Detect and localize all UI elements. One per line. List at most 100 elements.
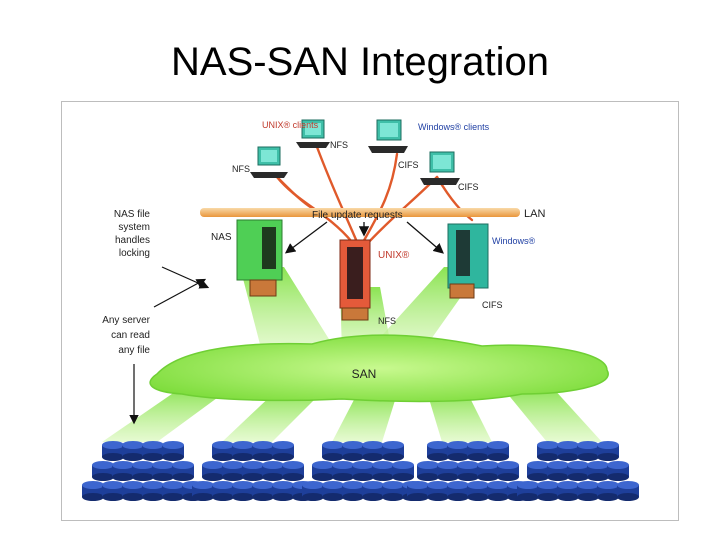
san-cloud: SAN (149, 334, 609, 403)
disk-drive-icon (557, 481, 579, 501)
cifs-server-label: CIFS (482, 300, 503, 310)
disk-drive-icon (382, 481, 404, 501)
disk-drive-icon (527, 461, 549, 481)
disk-drive-icon (342, 481, 364, 501)
disk-drive-icon (587, 461, 609, 481)
disk-drive-icon (162, 441, 184, 461)
disk-drive-icon (252, 481, 274, 501)
disk-drive-icon (607, 461, 629, 481)
unix-server-label: UNIX® (378, 250, 410, 261)
disk-array (407, 441, 529, 501)
windows-server-label: Windows® (492, 236, 536, 246)
annotation-arrows (129, 266, 210, 425)
server-rack-icon (236, 219, 283, 297)
disk-drive-icon (212, 441, 234, 461)
nas-san-diagram: SAN File update requests LAN NFS (82, 119, 639, 501)
desktop-computer-icon (296, 119, 330, 148)
windows-clients-label: Windows® clients (418, 122, 490, 132)
disk-drive-icon (427, 441, 449, 461)
disk-drive-icon (457, 461, 479, 481)
disk-drive-icon (162, 481, 184, 501)
nas-locking-note: NAS file system handles locking (114, 209, 151, 259)
any-note-line-2: can read (111, 330, 150, 341)
nas-note-line-2: system (118, 222, 150, 233)
disk-drive-icon (82, 481, 104, 501)
disk-drive-icon (597, 481, 619, 501)
client-unix-top: UNIX® clients NFS (262, 119, 348, 150)
disk-array (82, 441, 204, 501)
disk-drive-icon (417, 461, 439, 481)
disk-array (302, 441, 424, 501)
disk-drive-icon (342, 441, 364, 461)
disk-drive-icon (142, 481, 164, 501)
disk-drive-icon (92, 461, 114, 481)
disk-drive-icon (272, 441, 294, 461)
disk-drive-icon (212, 481, 234, 501)
disk-drive-icon (242, 461, 264, 481)
disk-drive-icon (577, 441, 599, 461)
server-rack-icon (447, 223, 489, 299)
disk-drive-icon (497, 461, 519, 481)
disk-drive-icon (192, 481, 214, 501)
disk-drive-icon (122, 441, 144, 461)
nas-server: NAS (211, 219, 283, 297)
any-note-line-3: any file (118, 345, 150, 356)
disk-drive-icon (262, 461, 284, 481)
nas-note-line-1: NAS file (114, 209, 151, 220)
diagram-frame: SAN File update requests LAN NFS (61, 101, 679, 521)
disk-drive-icon (372, 461, 394, 481)
lan-bar: File update requests LAN (200, 208, 545, 221)
disk-drive-icon (252, 441, 274, 461)
desktop-computer-icon (420, 151, 460, 185)
disk-drive-icon (222, 461, 244, 481)
san-disk-beams (102, 387, 602, 442)
disk-drive-icon (232, 481, 254, 501)
disk-drive-icon (617, 481, 639, 501)
disk-array (192, 441, 314, 501)
disk-drive-icon (102, 481, 124, 501)
disk-drive-icon (467, 441, 489, 461)
disk-drive-icon (172, 461, 194, 481)
desktop-computer-icon (368, 119, 408, 153)
disk-drive-icon (517, 481, 539, 501)
disk-drive-icon (487, 481, 509, 501)
server-rack-icon (339, 239, 371, 321)
disk-drive-icon (577, 481, 599, 501)
disk-drive-icon (312, 461, 334, 481)
disk-drive-icon (122, 481, 144, 501)
disk-drive-icon (447, 481, 469, 501)
unix-clients-label: UNIX® clients (262, 120, 319, 130)
disk-drive-icon (567, 461, 589, 481)
disk-drive-icon (272, 481, 294, 501)
disk-drive-icon (537, 441, 559, 461)
cifs-client-top-label: CIFS (398, 160, 419, 170)
disk-drive-icon (132, 461, 154, 481)
cifs-client-right-label: CIFS (458, 182, 479, 192)
any-note-line-1: Any server (102, 315, 150, 326)
desktop-computer-icon (250, 146, 288, 178)
disk-drive-icon (447, 441, 469, 461)
file-update-requests-label: File update requests (312, 210, 403, 221)
disk-drive-icon (152, 461, 174, 481)
client-windows-top: Windows® clients CIFS (368, 119, 490, 170)
disk-drive-icon (302, 481, 324, 501)
nas-note-line-4: locking (119, 248, 150, 259)
disk-arrays (82, 441, 639, 501)
server-request-arrows (284, 221, 444, 254)
san-label: SAN (352, 367, 377, 381)
lan-label: LAN (524, 208, 545, 220)
disk-drive-icon (332, 461, 354, 481)
disk-drive-icon (202, 461, 224, 481)
disk-drive-icon (142, 441, 164, 461)
disk-drive-icon (322, 481, 344, 501)
disk-drive-icon (537, 481, 559, 501)
client-unix-left: NFS (232, 146, 288, 178)
disk-drive-icon (467, 481, 489, 501)
disk-drive-icon (547, 461, 569, 481)
disk-drive-icon (597, 441, 619, 461)
client-windows-right: CIFS (420, 151, 479, 192)
disk-array (517, 441, 639, 501)
disk-drive-icon (362, 481, 384, 501)
disk-drive-icon (557, 441, 579, 461)
disk-drive-icon (322, 441, 344, 461)
